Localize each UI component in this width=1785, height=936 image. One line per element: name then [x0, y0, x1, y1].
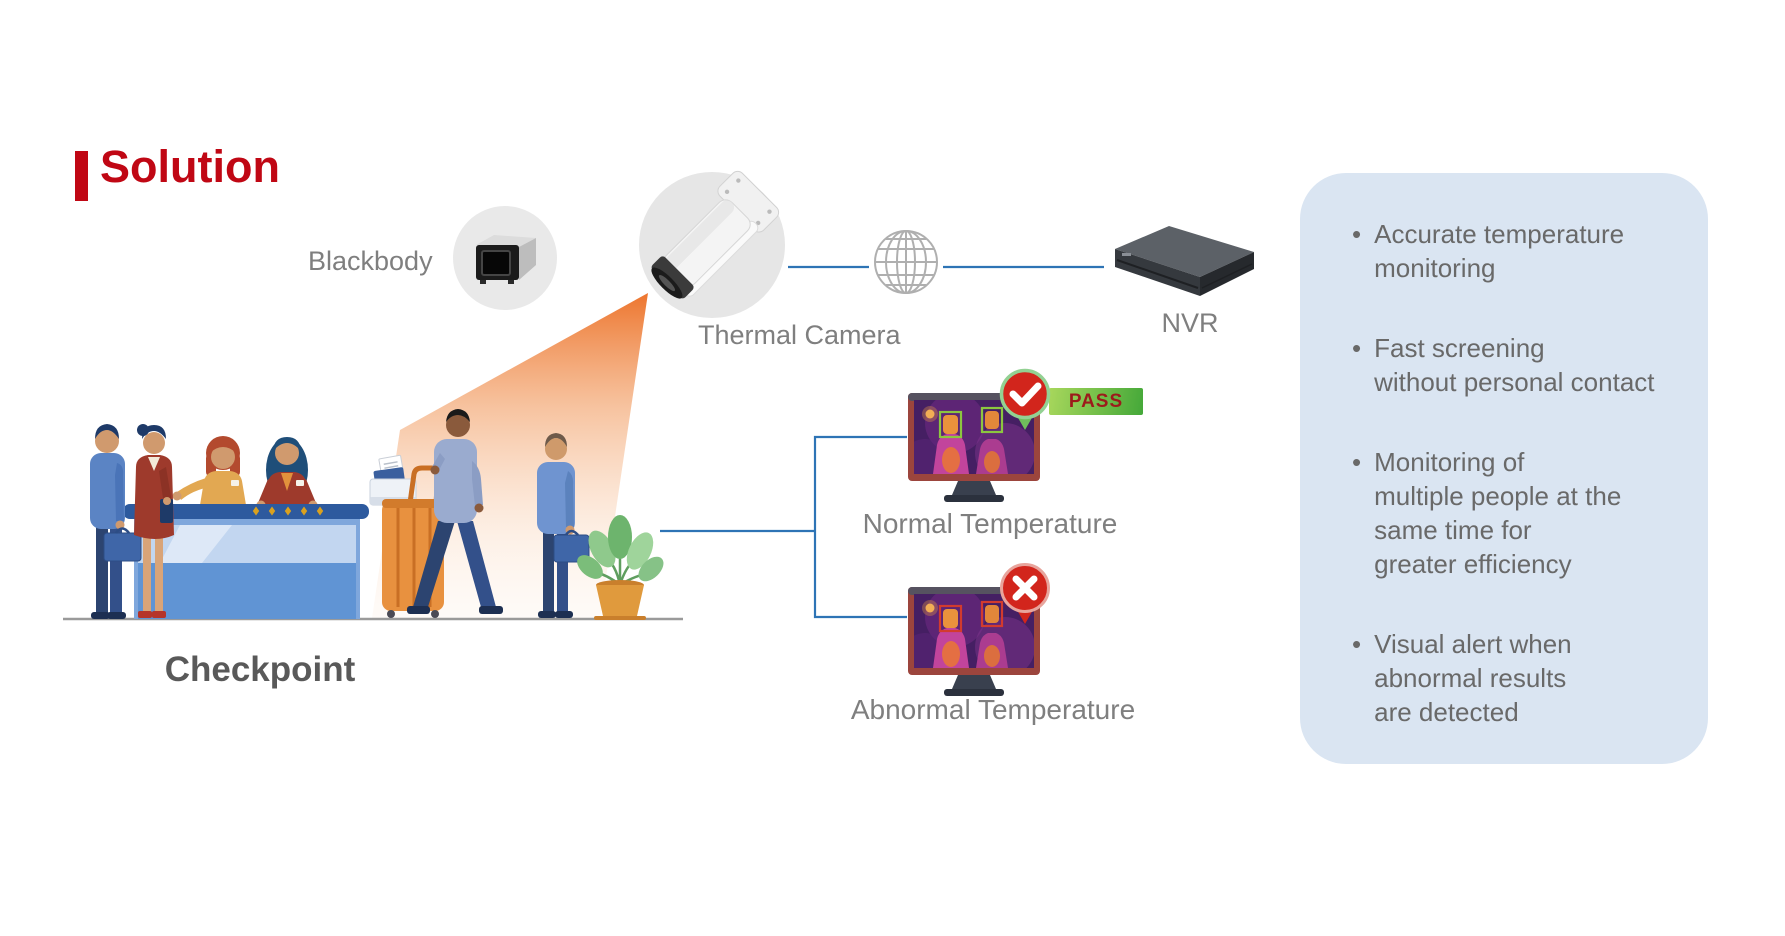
blackbody-icon	[453, 206, 557, 310]
benefits-panel: • Accurate temperature monitoring • Fast…	[1300, 173, 1708, 764]
plant	[577, 515, 664, 620]
queue-person-1	[90, 424, 142, 619]
nvr-label: NVR	[1161, 308, 1219, 338]
benefit-item: • Visual alert when abnormal results are…	[1352, 627, 1678, 729]
blackbody-label: Blackbody	[308, 246, 433, 276]
star-rating	[252, 506, 324, 516]
bullet-marker: •	[1352, 333, 1362, 363]
abnormal-temperature-label: Abnormal Temperature	[850, 694, 1136, 725]
benefit-text: Fast screening without personal contact	[1374, 333, 1655, 397]
queue-person-3	[537, 433, 590, 618]
benefit-item: • Monitoring of multiple people at the s…	[1352, 445, 1678, 581]
receptionist-1	[172, 436, 246, 505]
check-badge-icon	[999, 368, 1051, 430]
benefit-item: • Accurate temperature monitoring	[1352, 217, 1678, 285]
checkpoint-label: Checkpoint	[164, 650, 356, 689]
nvr-icon	[1115, 226, 1254, 296]
benefit-text: Monitoring of multiple people at the sam…	[1374, 447, 1622, 579]
benefit-item: • Fast screening without personal contac…	[1352, 331, 1678, 399]
bullet-marker: •	[1352, 447, 1362, 477]
normal-temperature-label: Normal Temperature	[862, 508, 1118, 539]
bullet-marker: •	[1352, 629, 1362, 659]
pass-ribbon: PASS	[1049, 388, 1143, 415]
queue-person-2	[134, 424, 174, 618]
benefit-text: Accurate temperature monitoring	[1374, 219, 1625, 283]
benefit-text: Visual alert when abnormal results are d…	[1374, 629, 1572, 727]
title-accent-bar	[75, 151, 88, 201]
receptionist-2	[256, 437, 318, 510]
thermal-camera-label: Thermal Camera	[698, 320, 901, 350]
page-title: Solution	[100, 141, 280, 192]
bullet-marker: •	[1352, 219, 1362, 249]
x-badge-icon	[1000, 563, 1050, 624]
globe-icon	[874, 230, 938, 294]
checkpoint-illustration	[63, 409, 683, 621]
